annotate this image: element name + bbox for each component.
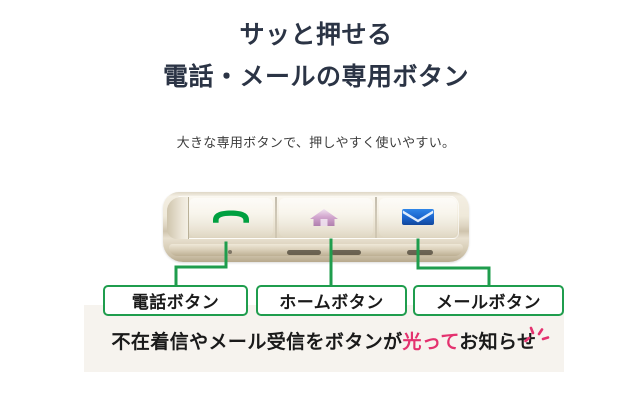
caption-prefix: 不在着信やメール受信をボタンが: [111, 332, 403, 353]
callout-label-home-button: ホームボタン: [256, 285, 407, 316]
phone-key-call: [189, 198, 273, 237]
page-title-line-2: 電話・メールの専用ボタン: [162, 63, 469, 91]
phone-handset-icon: [213, 210, 249, 223]
phone-bottom-slot: [331, 250, 361, 255]
caption-suffix: お知らせ: [459, 332, 537, 353]
page-subtitle: 大きな専用ボタンで、押しやすく使いやすい。: [176, 135, 456, 150]
caption-text: 不在着信やメール受信をボタンが光ってお知らせ: [84, 330, 564, 356]
callout-label-mail-button: メールボタン: [413, 285, 564, 316]
page-title-line-1: サッと押せる: [239, 21, 393, 49]
phone-bottom-slot: [287, 250, 321, 255]
phone-illustration: [163, 192, 469, 270]
sparkle-icon: [524, 326, 550, 343]
phone-microphone-pinhole: [228, 250, 232, 254]
phone-bottom-slot: [407, 250, 433, 255]
key-separator-groove: [275, 197, 277, 238]
caption-background-band: [84, 305, 564, 372]
home-icon: [310, 209, 338, 226]
key-separator-groove: [375, 197, 377, 238]
caption-highlight: 光って: [402, 332, 460, 353]
envelope-icon: [402, 209, 434, 225]
callout-label-call-button: 電話ボタン: [103, 285, 248, 316]
phone-left-bezel: [167, 197, 189, 239]
